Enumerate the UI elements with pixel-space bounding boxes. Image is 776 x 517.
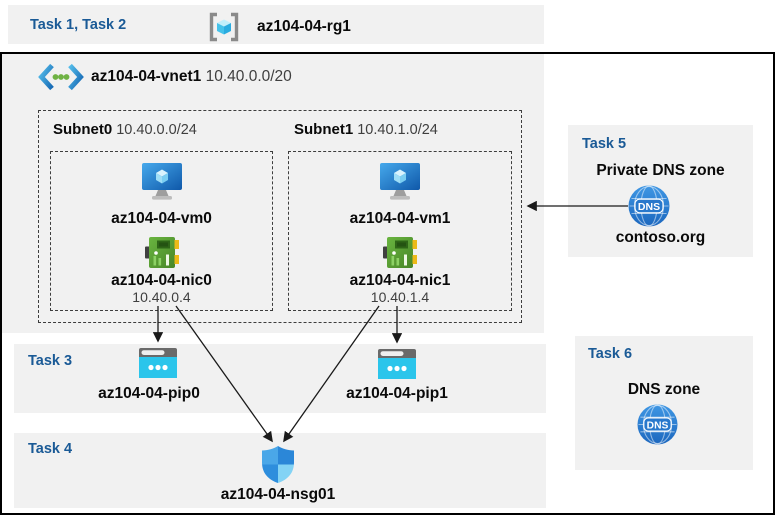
private-dns-zone-name: contoso.org	[615, 229, 706, 246]
subnet1-cidr: 10.40.1.0/24	[357, 122, 438, 138]
resource-group-name: az104-04-rg1	[257, 18, 351, 35]
subnets-boundary	[38, 110, 522, 323]
vnet-name: az104-04-vnet1	[91, 68, 202, 85]
nic-icon	[144, 237, 179, 268]
vm0-name: az104-04-vm0	[111, 210, 212, 227]
task6-panel: Task 6 DNS zone DNS	[575, 336, 753, 470]
vnet-header: az104-04-vnet1 10.40.0.0/20	[38, 62, 292, 92]
dns-zone-title: DNS zone	[627, 381, 701, 398]
public-ip-icon	[378, 349, 416, 379]
vm1-name: az104-04-vm1	[349, 210, 451, 227]
subnet0-title: Subnet0 10.40.0.0/24	[53, 121, 197, 138]
vnet-cidr: 10.40.0.0/20	[205, 68, 292, 85]
subnet1-box: az104-04-vm1 az104-04-nic1 10.40.1.4	[288, 151, 512, 311]
vm-icon	[380, 163, 420, 200]
pip1-name: az104-04-pip1	[346, 385, 448, 402]
vnet-icon	[38, 63, 84, 91]
nic1-name: az104-04-nic1	[349, 272, 451, 289]
pip0-name: az104-04-pip0	[98, 385, 200, 402]
nic0-ip: 10.40.0.4	[132, 289, 191, 305]
dns-icon-text: DNS	[638, 201, 660, 213]
subnet0-cidr: 10.40.0.0/24	[116, 122, 197, 138]
vnet-box	[2, 54, 544, 333]
task5-label: Task 5	[582, 136, 627, 152]
task3-panel: Task 3	[14, 344, 546, 413]
subnet1-name: Subnet1	[294, 121, 354, 138]
dns-icon-text: DNS	[647, 420, 669, 431]
dns-globe-icon: DNS	[637, 404, 678, 445]
public-ip-icon	[139, 348, 177, 378]
task6-label: Task 6	[588, 346, 633, 362]
nic0-name: az104-04-nic0	[111, 272, 212, 289]
task4-label: Task 4	[28, 441, 73, 457]
task3-label: Task 3	[28, 353, 73, 369]
vnet-title: az104-04-vnet1 10.40.0.0/20	[91, 68, 292, 86]
subnet1-title: Subnet1 10.40.1.0/24	[294, 121, 438, 138]
task5-panel: Task 5 Private DNS zone DNS contoso.org	[568, 125, 753, 257]
subnet0-box: az104-04-vm0 az104-04-nic0 10.40.0.4	[50, 151, 273, 311]
nic-icon	[383, 237, 417, 268]
vm-icon	[141, 163, 182, 200]
nsg-shield-icon	[262, 446, 294, 483]
nsg-name: az104-04-nsg01	[220, 486, 336, 503]
diagram-frame	[0, 52, 775, 515]
subnet0-name: Subnet0	[53, 121, 113, 138]
task-1-2-label: Task 1, Task 2	[30, 17, 127, 33]
dns-globe-icon: DNS	[628, 185, 670, 227]
resource-group-icon	[209, 12, 239, 42]
private-dns-zone-title: Private DNS zone	[596, 162, 725, 179]
resource-group-header: Task 1, Task 2 az104-04-rg1	[8, 5, 544, 44]
nic1-ip: 10.40.1.4	[370, 289, 430, 305]
